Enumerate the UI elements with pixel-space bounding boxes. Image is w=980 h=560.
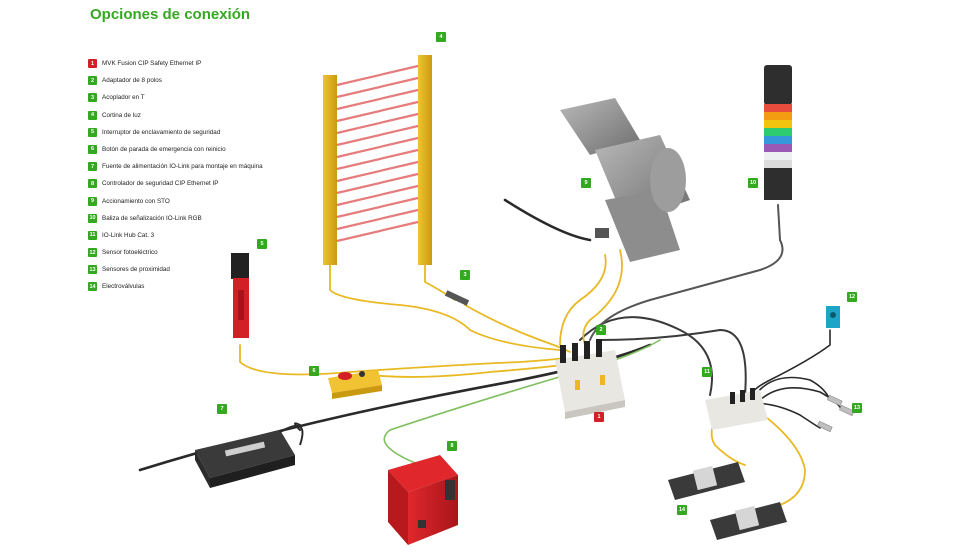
legend: 1 MVK Fusion CIP Safety Ethernet IP 2 Adap… bbox=[88, 57, 288, 298]
callout-6: 6 bbox=[309, 366, 319, 376]
safety-controller bbox=[388, 455, 458, 545]
legend-label: Cortina de luz bbox=[102, 111, 141, 119]
legend-label: MVK Fusion CIP Safety Ethernet IP bbox=[102, 60, 202, 67]
page-title: Opciones de conexión bbox=[90, 6, 251, 23]
legend-item: 12 Sensor fotoeléctrico bbox=[88, 246, 288, 259]
callout-1: 1 bbox=[594, 412, 604, 422]
t-coupler bbox=[444, 290, 470, 306]
callout-5: 5 bbox=[257, 239, 267, 249]
legend-label: Controlador de seguridad CIP Ethernet IP bbox=[102, 180, 219, 188]
legend-label: Adaptador de 8 polos bbox=[102, 77, 162, 85]
cable-curtain-left bbox=[329, 264, 561, 351]
legend-item: 4 Cortina de luz bbox=[88, 109, 288, 122]
legend-item: 14 Electroválvulas bbox=[88, 280, 288, 293]
safety-interlock-switch bbox=[231, 253, 249, 338]
legend-item: 13 Sensores de proximidad bbox=[88, 263, 288, 276]
emergency-stop-box bbox=[328, 370, 382, 399]
legend-label: Fuente de alimentación IO-Link para mont… bbox=[102, 163, 263, 171]
callout-7: 7 bbox=[217, 404, 227, 414]
legend-label: Accionamiento con STO bbox=[102, 197, 170, 205]
legend-badge: 8 bbox=[88, 179, 97, 189]
rgb-signal-beacon bbox=[764, 65, 792, 200]
legend-badge: 9 bbox=[88, 196, 97, 206]
legend-badge: 6 bbox=[88, 144, 97, 154]
legend-label: Electroválvulas bbox=[102, 283, 145, 291]
callout-9: 9 bbox=[581, 178, 591, 188]
legend-badge: 2 bbox=[88, 76, 97, 86]
cable-estop bbox=[369, 363, 571, 378]
legend-item: 10 Baliza de señalización IO-Link RGB bbox=[88, 212, 288, 225]
drive-with-sto bbox=[560, 98, 690, 262]
legend-label: IO-Link Hub Cat. 3 bbox=[102, 231, 155, 239]
cable-drive bbox=[559, 254, 607, 346]
proximity-sensors bbox=[816, 394, 855, 433]
callout-10: 10 bbox=[748, 178, 758, 188]
legend-badge: 4 bbox=[88, 110, 97, 120]
legend-label: Interruptor de enclavamiento de segurida… bbox=[102, 128, 221, 136]
legend-label: Sensores de proximidad bbox=[102, 266, 170, 274]
legend-item: 1 MVK Fusion CIP Safety Ethernet IP bbox=[88, 57, 288, 70]
callout-3: 3 bbox=[460, 270, 470, 280]
io-link-hub bbox=[705, 388, 768, 430]
legend-item: 5 Interruptor de enclavamiento de segurid… bbox=[88, 126, 288, 139]
callout-11: 11 bbox=[702, 367, 712, 377]
cable-controller bbox=[383, 339, 661, 466]
legend-label: Acoplador en T bbox=[102, 94, 145, 102]
cable-psu-right bbox=[294, 422, 301, 431]
legend-badge: 3 bbox=[88, 93, 97, 103]
light-curtain bbox=[323, 55, 432, 265]
light-beams bbox=[336, 64, 419, 243]
legend-item: 6 Botón de parada de emergencia con reini… bbox=[88, 143, 288, 156]
cable-to-hub bbox=[599, 329, 747, 396]
callout-14: 14 bbox=[677, 505, 687, 515]
mvk-fusion-module bbox=[555, 339, 625, 419]
callout-12: 12 bbox=[847, 292, 857, 302]
legend-label: Baliza de señalización IO-Link RGB bbox=[102, 214, 202, 222]
legend-badge: 11 bbox=[88, 230, 97, 240]
io-link-power-supply bbox=[195, 424, 304, 488]
callout-4: 4 bbox=[436, 32, 446, 42]
legend-item: 3 Acoplador en T bbox=[88, 91, 288, 104]
cable-drive-2 bbox=[582, 249, 623, 346]
legend-badge: 10 bbox=[88, 213, 97, 223]
legend-item: 7 Fuente de alimentación IO-Link para mon… bbox=[88, 160, 288, 173]
legend-badge: 7 bbox=[88, 162, 97, 172]
callout-8: 8 bbox=[447, 441, 457, 451]
legend-label: Botón de parada de emergencia con reinic… bbox=[102, 145, 226, 153]
callout-2: 2 bbox=[596, 325, 606, 335]
callout-13: 13 bbox=[852, 403, 862, 413]
legend-item: 9 Accionamiento con STO bbox=[88, 195, 288, 208]
legend-label: Sensor fotoeléctrico bbox=[102, 249, 158, 257]
cable-drive-feed bbox=[503, 198, 592, 242]
legend-badge: 13 bbox=[88, 265, 97, 275]
legend-badge: 14 bbox=[88, 282, 97, 292]
legend-badge: 1 bbox=[88, 59, 97, 68]
legend-item: 2 Adaptador de 8 polos bbox=[88, 74, 288, 87]
solenoid-valves bbox=[668, 462, 787, 540]
legend-item: 8 Controlador de seguridad CIP Ethernet I… bbox=[88, 177, 288, 190]
photoelectric-sensor bbox=[826, 306, 840, 328]
legend-badge: 12 bbox=[88, 248, 97, 258]
legend-item: 11 IO-Link Hub Cat. 3 bbox=[88, 229, 288, 242]
cable-prox-1 bbox=[751, 376, 831, 401]
cable-interlock bbox=[239, 344, 566, 376]
legend-badge: 5 bbox=[88, 127, 97, 137]
cable-valve-2 bbox=[749, 404, 806, 506]
